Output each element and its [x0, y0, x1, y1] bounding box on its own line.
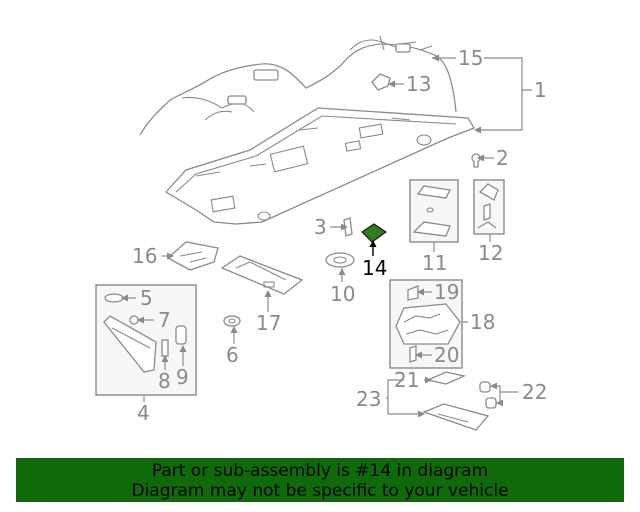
callout-18: 18 — [470, 310, 495, 334]
callout-17: 17 — [256, 311, 281, 335]
parts-diagram: 15 1 13 2 3 14 16 17 10 6 5 7 8 9 4 11 1… — [95, 35, 547, 431]
part-13-clip — [371, 73, 391, 91]
part-22-bulbs — [479, 381, 497, 409]
callout-6: 6 — [226, 343, 239, 367]
callout-5: 5 — [140, 286, 153, 310]
part-14-highlighted — [361, 223, 388, 243]
part-17-bracket — [220, 255, 304, 295]
callout-4: 4 — [137, 401, 150, 425]
part-6-grommet — [223, 315, 241, 327]
callout-12: 12 — [478, 241, 503, 265]
callout-8: 8 — [158, 369, 171, 393]
part-15-wire-harness — [139, 35, 457, 136]
part-18-console-group — [389, 279, 463, 369]
callout-23: 23 — [356, 387, 381, 411]
part-1-headliner — [164, 107, 475, 225]
part-2-clip — [471, 153, 481, 168]
part-16-bracket — [166, 241, 219, 271]
callout-11: 11 — [422, 251, 447, 275]
part-12-lamp-group — [473, 179, 505, 235]
disclaimer-banner: Part or sub-assembly is #14 in diagram D… — [16, 458, 624, 502]
part-23-console-lower — [422, 403, 490, 431]
callout-20: 20 — [434, 343, 459, 367]
callout-15: 15 — [458, 46, 483, 70]
callout-21: 21 — [394, 368, 419, 392]
callout-9: 9 — [176, 365, 189, 389]
callout-7: 7 — [158, 308, 171, 332]
part-10-grommet — [325, 252, 355, 268]
banner-line-2: Diagram may not be specific to your vehi… — [131, 481, 509, 501]
callout-3: 3 — [314, 215, 327, 239]
callout-10: 10 — [330, 282, 355, 306]
callout-22: 22 — [522, 380, 547, 404]
callout-13: 13 — [406, 72, 431, 96]
callout-14: 14 — [362, 256, 387, 280]
callout-19: 19 — [434, 280, 459, 304]
banner-line-1: Part or sub-assembly is #14 in diagram — [151, 461, 489, 481]
callout-labels: 15 1 13 2 3 14 16 17 10 6 5 7 8 9 4 11 1… — [132, 46, 547, 425]
part-11-lamp-group — [409, 179, 459, 243]
callout-1: 1 — [534, 78, 547, 102]
arrowheads — [121, 54, 503, 418]
callout-16: 16 — [132, 244, 157, 268]
part-4-visor-group — [95, 284, 197, 396]
callout-2: 2 — [496, 146, 509, 170]
part-21-lens — [425, 371, 467, 385]
